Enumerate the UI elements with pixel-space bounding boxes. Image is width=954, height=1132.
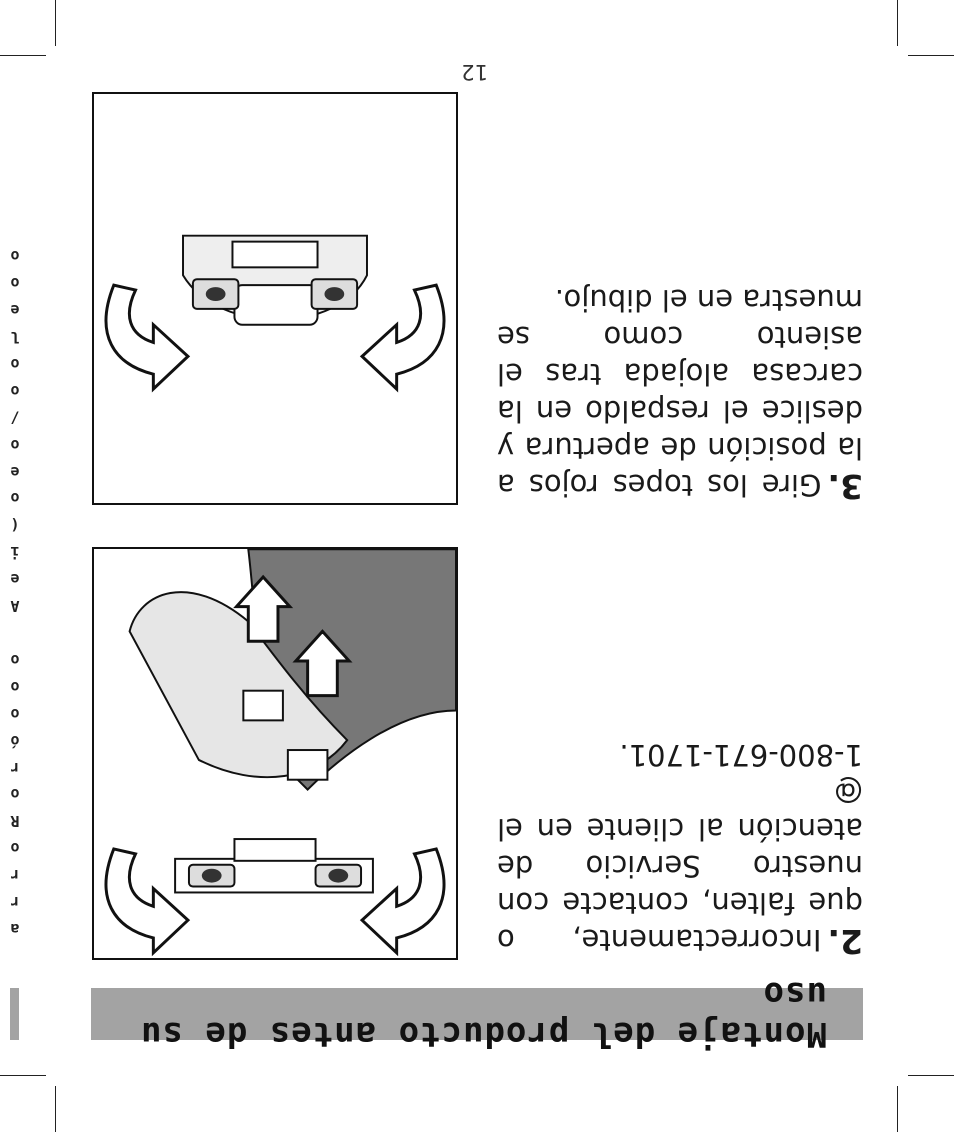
crop-mark [908,55,954,56]
sidebar-character: o [10,354,20,373]
sidebar-character: ( [10,516,20,535]
sidebar-character: o [10,435,20,454]
sidebar-tab [10,988,19,1040]
sidebar-character: o [10,274,20,293]
crop-mark [897,1086,898,1132]
sidebar-character: r [10,893,20,912]
push-arrow-icon [233,574,294,643]
figure-press-buttons [92,547,458,960]
section-title: Montaje del producto antes de su uso [139,974,827,1054]
sidebar-character: o [10,381,20,400]
sidebar-character: r [10,758,20,777]
sidebar-character: o [10,489,20,508]
sidebar-character: o [10,839,20,858]
page-number: 12 [461,60,488,84]
sidebar-character: R [10,812,20,831]
step-3: 3.Gire los topes rojos a la posición de … [497,281,864,506]
crop-mark [897,0,898,46]
sidebar-character: l [10,328,20,347]
sidebar-character: / [10,408,20,427]
sidebar-character: o [10,650,20,669]
phone-number: 1-800-671-1701. [619,738,863,772]
sidebar-character: a [10,920,20,938]
step-number: 2. [827,922,864,961]
sidebar-character: ó [10,731,20,750]
push-arrow-icon [292,629,353,698]
sidebar-character [8,619,22,646]
step-2: 2.Incorrectamente, o que falten, contact… [497,736,864,961]
crop-mark [55,1086,56,1132]
sidebar-character: r [10,866,20,885]
rotate-arrow-icon [359,847,446,957]
sidebar-character: e [10,301,20,320]
rotate-arrow-icon [104,847,191,957]
sidebar-character: o [10,677,20,696]
sidebar-character: o [10,785,20,804]
crop-mark [55,0,56,46]
rotate-arrow-icon [104,283,191,393]
crop-mark [0,55,46,56]
sidebar-character: o [10,704,20,723]
figure-rotate-stops [92,92,458,505]
rotate-arrow-icon [359,283,446,393]
press-buttons-illustration [104,549,456,957]
sidebar-character: o [10,247,20,266]
sidebar-character: e [10,462,20,481]
crop-mark [0,1075,46,1076]
step-text: Gire los topes rojos a la posición de ap… [497,283,863,502]
crop-mark [908,1075,954,1076]
sidebar-character: e [10,570,20,589]
sidebar-character: i [10,543,20,562]
step-text: Incorrectamente, o que falten, contacte … [497,775,863,957]
section-banner: Montaje del producto antes de su uso [91,974,863,1054]
step-number: 3. [827,467,864,506]
sidebar-character: A [10,597,20,616]
rotate-stops-illustration [104,234,446,393]
